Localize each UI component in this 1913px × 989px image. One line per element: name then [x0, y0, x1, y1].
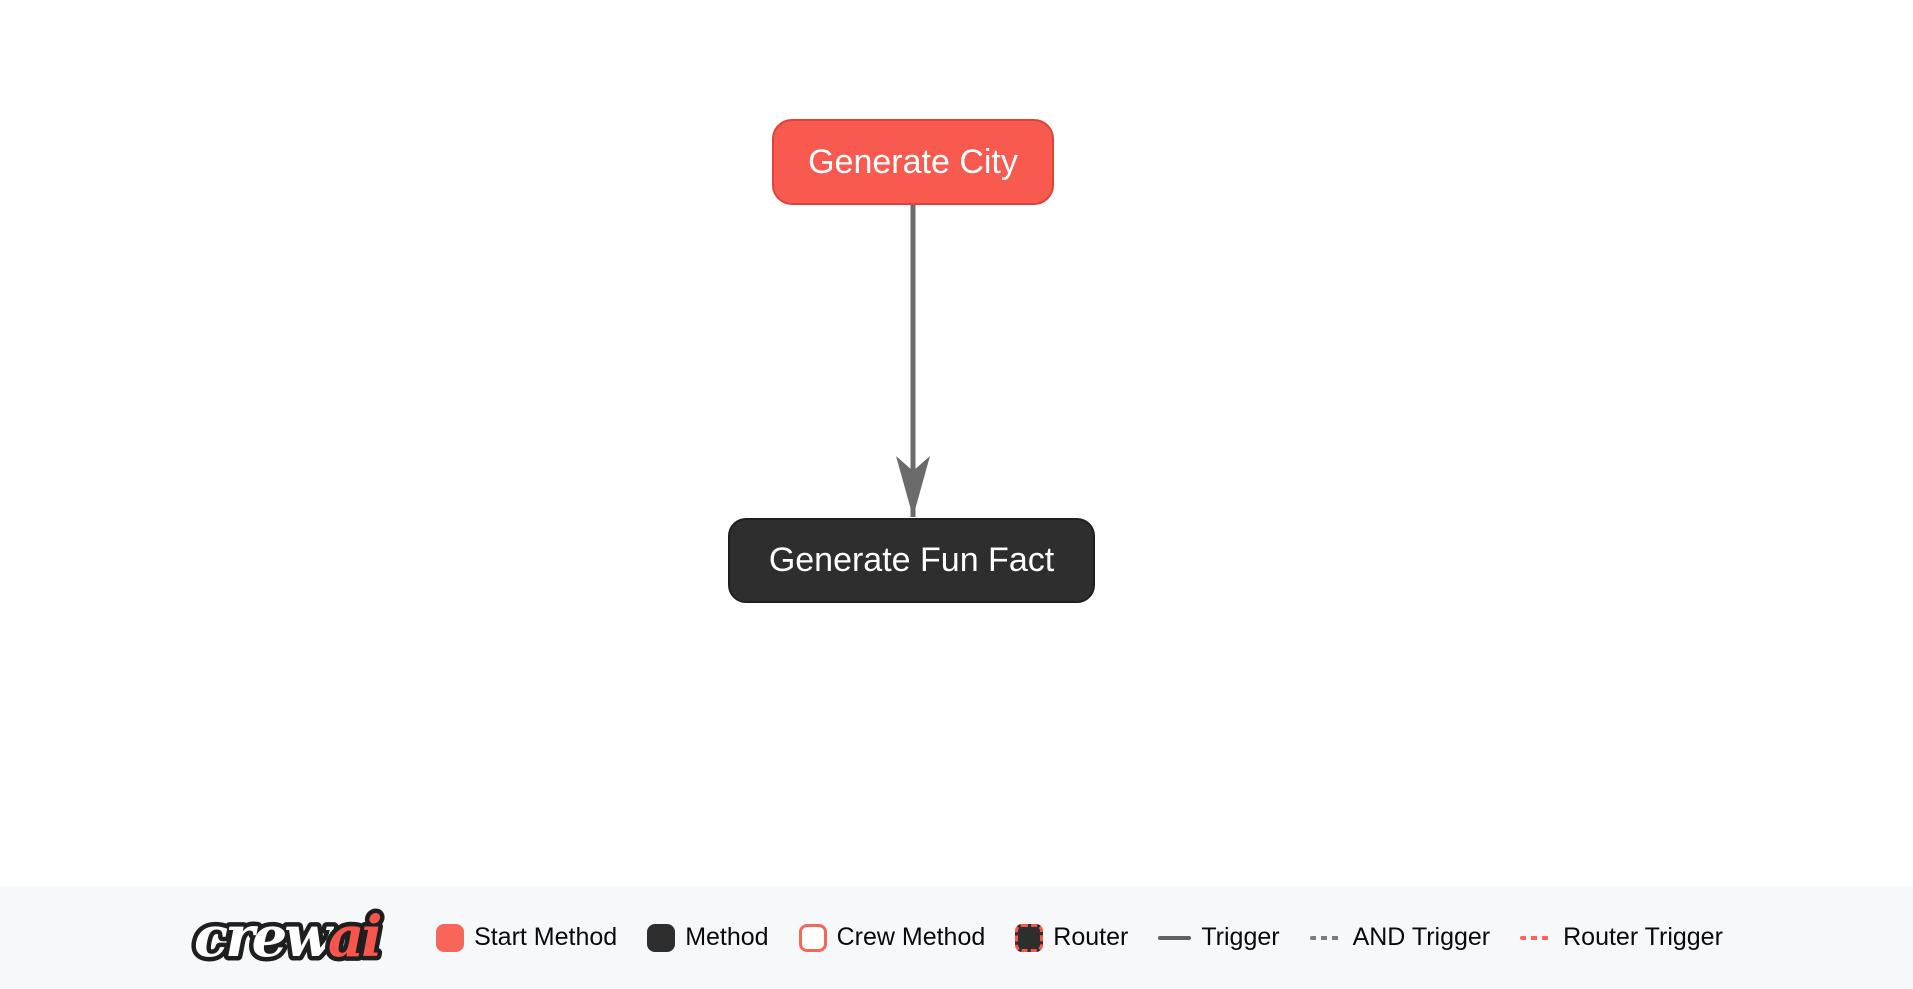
- legend-item-router-trigger-label: Router Trigger: [1563, 923, 1723, 951]
- legend-item-and-trigger: AND Trigger: [1309, 923, 1491, 952]
- node-generate-fun-fact[interactable]: Generate Fun Fact: [728, 518, 1095, 603]
- trigger-line-icon: [1158, 935, 1192, 940]
- router-trigger-line-icon: [1520, 935, 1554, 940]
- legend-item-and-trigger-label: AND Trigger: [1352, 923, 1491, 951]
- legend-item-crew-method: Crew Method: [798, 923, 986, 952]
- flow-canvas[interactable]: Generate City Generate Fun Fact: [0, 0, 1913, 886]
- legend-item-method-label: Method: [685, 923, 769, 951]
- crewai-logo-crew-text: crew: [194, 904, 334, 970]
- legend-item-method: Method: [647, 923, 769, 952]
- method-swatch-icon: [647, 923, 676, 952]
- node-generate-city-label: Generate City: [808, 142, 1018, 181]
- trigger-edge: [896, 205, 930, 517]
- legend-item-crew-method-label: Crew Method: [836, 923, 986, 951]
- arrowhead-icon: [896, 456, 930, 517]
- crewai-logo-ai-text: ai: [328, 904, 380, 970]
- legend-item-router-label: Router: [1053, 923, 1129, 951]
- node-generate-fun-fact-label: Generate Fun Fact: [768, 541, 1055, 579]
- legend-item-start-method-label: Start Method: [474, 923, 618, 951]
- start-method-swatch-icon: [436, 923, 465, 952]
- legend-item-router-trigger: Router Trigger: [1520, 923, 1723, 952]
- legend-bar: crew ai Start Method Method Crew Method …: [0, 886, 1913, 989]
- node-generate-city[interactable]: Generate City: [772, 119, 1054, 205]
- legend-item-trigger: Trigger: [1158, 923, 1280, 952]
- legend-item-start-method: Start Method: [436, 923, 617, 952]
- and-trigger-line-icon: [1309, 935, 1343, 940]
- router-swatch-icon: [1015, 923, 1044, 952]
- crewai-logo: crew ai: [190, 902, 388, 974]
- legend-item-router: Router: [1015, 923, 1128, 952]
- legend-item-trigger-label: Trigger: [1201, 923, 1280, 951]
- crew-method-swatch-icon: [798, 923, 827, 952]
